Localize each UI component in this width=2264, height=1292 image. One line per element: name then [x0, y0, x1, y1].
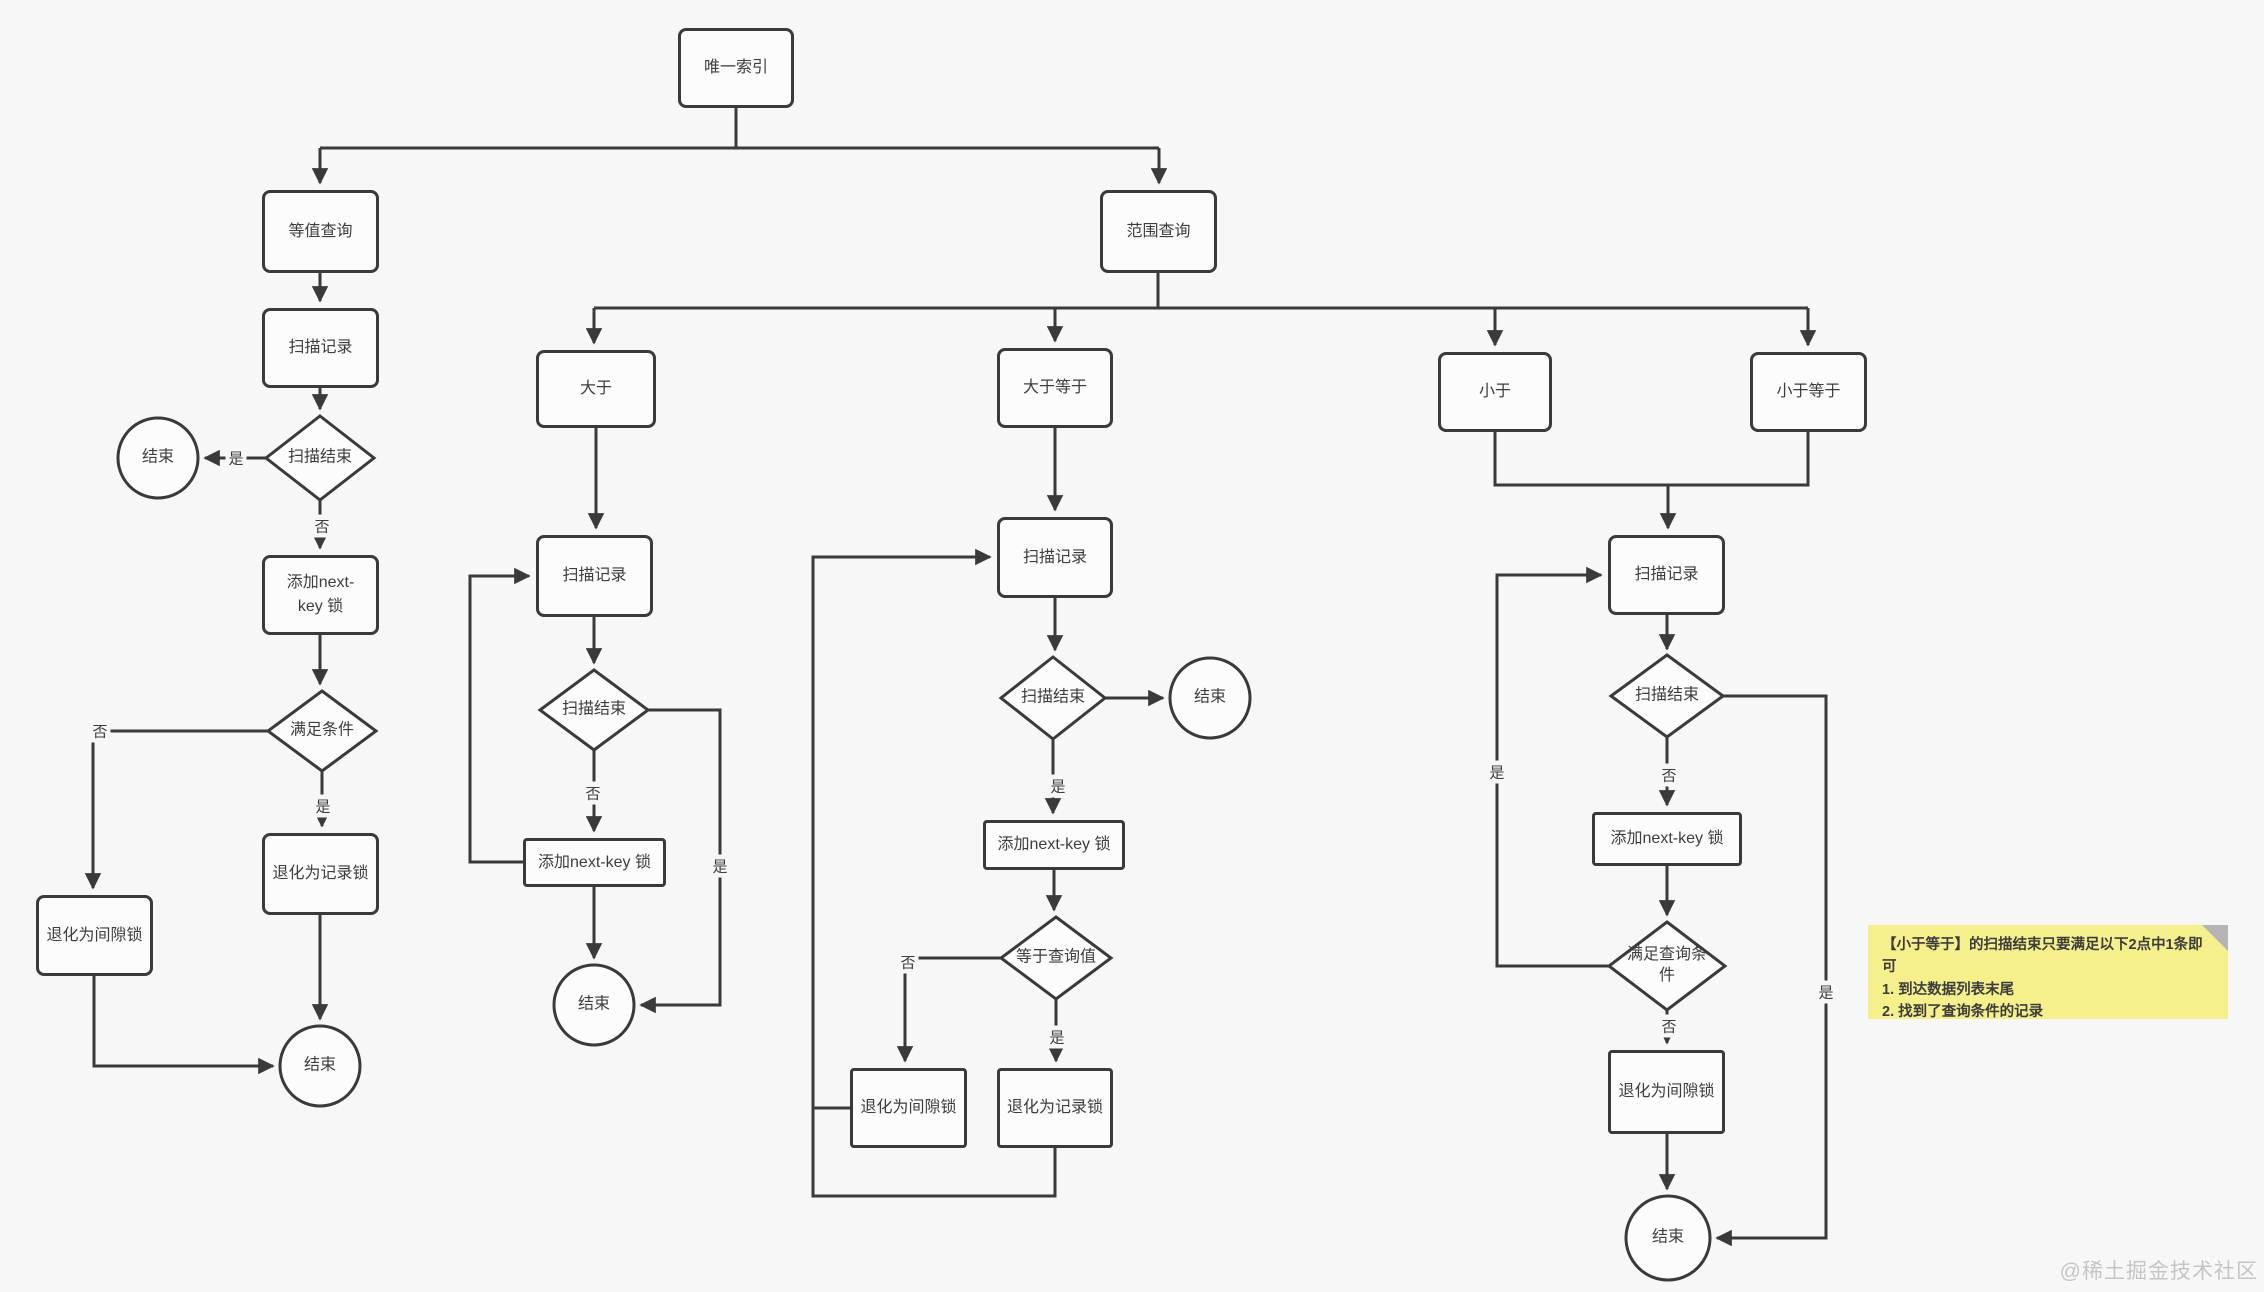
decision-gt-scan-end — [537, 668, 651, 752]
node-lt-nextkey: 添加next-key 锁 — [1592, 812, 1742, 866]
watermark: @稀土掘金技术社区 — [2059, 1260, 2258, 1283]
decision-lt-cond — [1606, 920, 1728, 1012]
edge-lt-cond-yes-loop — [1495, 566, 1609, 968]
node-gte-record-lock: 退化为记录锁 — [997, 1068, 1113, 1148]
terminal-eq-end-1 — [116, 416, 200, 500]
edge-gte-rec-loop — [811, 548, 1057, 1198]
node-eq-gap-lock: 退化为间隙锁 — [36, 895, 153, 976]
sticky-note: 【小于等于】的扫描结束只要满足以下2点中1条即可 1. 到达数据列表末尾 2. … — [1868, 925, 2228, 1020]
sticky-note-item: 1. 到达数据列表末尾 — [1882, 981, 2015, 998]
node-gte: 大于等于 — [997, 348, 1113, 428]
edge-lt-lte-merge — [1493, 432, 1810, 487]
edge-eq-gap-to-end — [92, 976, 275, 1075]
node-unique-index: 唯一索引 — [678, 28, 794, 108]
node-range-query: 范围查询 — [1100, 190, 1217, 273]
node-eq-nextkey: 添加next-key 锁 — [262, 555, 379, 635]
terminal-lt-end — [1624, 1194, 1712, 1282]
decision-gte-scan-end — [998, 655, 1108, 741]
node-gte-gap-lock: 退化为间隙锁 — [850, 1068, 967, 1148]
sticky-note-title: 【小于等于】的扫描结束只要满足以下2点中1条即可 — [1882, 937, 2203, 976]
node-equal-query: 等值查询 — [262, 190, 379, 273]
node-gt-scan: 扫描记录 — [536, 535, 653, 617]
sticky-note-item: 2. 找到了查询条件的记录 — [1882, 1004, 2044, 1021]
node-lt: 小于 — [1438, 352, 1552, 432]
edge-lt-yes-to-end — [1715, 694, 1828, 1247]
node-gt: 大于 — [536, 350, 656, 428]
terminal-gt-end — [552, 963, 636, 1047]
decision-lt-scan-end — [1608, 653, 1726, 739]
node-lt-scan: 扫描记录 — [1608, 535, 1725, 615]
decision-gte-eq-value — [998, 915, 1114, 1001]
edge-gte-no-to-gap — [896, 956, 1001, 1063]
node-gt-nextkey: 添加next-key 锁 — [523, 838, 666, 887]
terminal-gte-end — [1168, 656, 1252, 740]
decision-eq-scan-end — [263, 414, 377, 502]
node-gte-nextkey: 添加next-key 锁 — [983, 820, 1125, 870]
decision-eq-cond — [265, 689, 379, 773]
node-gte-scan: 扫描记录 — [997, 517, 1113, 598]
edge-gt-nextkey-loop — [468, 567, 531, 864]
edge-eq-cond-no-to-gap — [84, 729, 268, 890]
node-eq-record-lock: 退化为记录锁 — [262, 833, 379, 915]
node-eq-scan: 扫描记录 — [262, 308, 379, 388]
node-lt-gap-lock: 退化为间隙锁 — [1608, 1050, 1725, 1134]
node-lte: 小于等于 — [1750, 352, 1867, 432]
terminal-eq-end-2 — [278, 1024, 362, 1108]
